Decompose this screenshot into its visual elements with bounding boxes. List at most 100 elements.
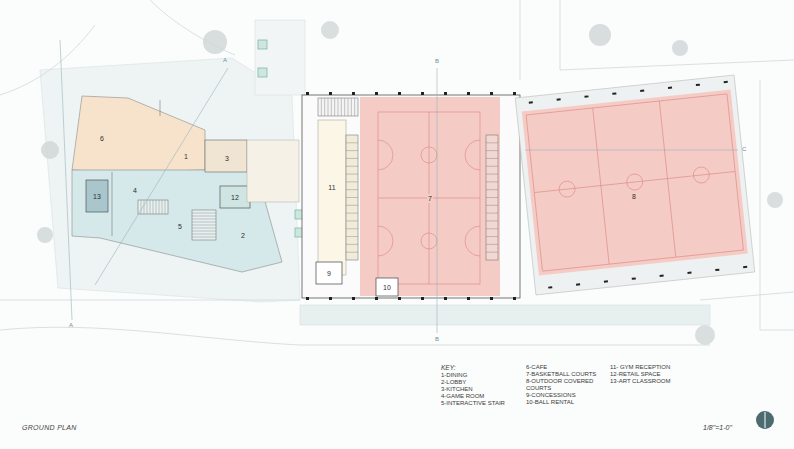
stair-tread (192, 234, 216, 235)
section-lines (60, 40, 738, 333)
court-line (421, 233, 437, 249)
key-item: 9-CONCESSIONS (526, 392, 576, 399)
stair-tread (346, 142, 358, 143)
stair-tread (486, 174, 498, 175)
tree (767, 192, 783, 208)
path-line (560, 0, 794, 70)
kitchen (205, 140, 247, 172)
stair-tread (141, 200, 142, 214)
stair-tread (192, 219, 216, 220)
room-number: 11 (328, 184, 335, 191)
room-tag: 3 (224, 154, 231, 163)
column (306, 92, 309, 95)
stair-tread (165, 200, 166, 214)
trees (37, 21, 783, 345)
stair-tread (346, 213, 358, 214)
tree (672, 40, 688, 56)
column (375, 297, 378, 300)
column (375, 92, 378, 95)
stair-tread (338, 98, 339, 116)
bleachers (486, 135, 498, 260)
stair-outline (192, 210, 216, 240)
concessions (316, 262, 342, 284)
stair-tread (192, 228, 216, 229)
stair-tread (354, 98, 355, 116)
stair-tread (150, 200, 151, 214)
column (640, 90, 644, 92)
key-item: 4-GAME ROOM (441, 393, 484, 400)
column (329, 297, 332, 300)
room-tag: 6 (99, 134, 106, 143)
stair-tread (486, 213, 498, 214)
covered-area (515, 75, 754, 295)
stair-tread (486, 189, 498, 190)
court-line (626, 173, 644, 191)
stair-tread (486, 142, 498, 143)
key-item: 7-BASKETBALL COURTS (526, 371, 596, 378)
court-lines (526, 94, 743, 271)
tree (37, 227, 53, 243)
stair-tread (486, 150, 498, 151)
stair-tread (486, 158, 498, 159)
stair-tread (346, 166, 358, 167)
stair-tread (486, 252, 498, 253)
room-tag: 1 (183, 152, 190, 161)
room-tag: 12 (230, 193, 241, 202)
stair-tread (156, 200, 157, 214)
section-marker: B (435, 58, 439, 65)
key-item: 3-KITCHEN (441, 386, 473, 393)
art-classroom (86, 180, 108, 212)
tree (203, 30, 227, 54)
section-marker: A (69, 322, 73, 329)
column (329, 92, 332, 95)
court-line (421, 147, 437, 163)
stair-tread (324, 98, 325, 116)
stair-tread (346, 189, 358, 190)
stair-tread (348, 98, 349, 116)
room-number: 13 (93, 193, 101, 200)
section-line (525, 150, 738, 151)
stair-tread (159, 200, 160, 214)
community-building (72, 96, 299, 272)
planter (258, 40, 267, 49)
entry-link (247, 140, 299, 202)
court-line (378, 140, 480, 256)
key-heading: KEY: (441, 364, 456, 371)
stair-tread (192, 231, 216, 232)
column (352, 92, 355, 95)
stair-tread (153, 200, 154, 214)
key-item: 12-RETAIL SPACE (610, 371, 661, 378)
stair-outline (318, 98, 358, 116)
columns (529, 81, 748, 289)
stair-tread (321, 98, 322, 116)
room-number: 2 (241, 232, 245, 239)
stair-tread (162, 200, 163, 214)
tree (41, 141, 59, 159)
court-lines (378, 112, 480, 284)
column (398, 297, 401, 300)
stair-tread (346, 244, 358, 245)
column (612, 92, 616, 94)
stair-tread (346, 158, 358, 159)
room-tag: 5 (177, 222, 184, 231)
column (421, 297, 424, 300)
north-arrow (756, 411, 774, 429)
column (632, 277, 636, 279)
stair-tread (346, 197, 358, 198)
cafe-dining-zone (72, 96, 205, 172)
key-item: 5-INTERACTIVE STAIR (441, 400, 505, 407)
stair-tread (331, 98, 332, 116)
stair-tread (486, 228, 498, 229)
tree (695, 325, 715, 345)
north-arrow (756, 411, 774, 429)
court-line (378, 112, 480, 284)
court-line (693, 166, 711, 184)
key-item: 11- GYM RECEPTION (610, 364, 670, 371)
stair-outline (486, 135, 498, 260)
column (557, 98, 561, 100)
stair (318, 98, 358, 116)
site-ground (0, 0, 794, 345)
column (576, 283, 580, 285)
room-tag: 9 (326, 269, 333, 278)
stair-tread (346, 252, 358, 253)
